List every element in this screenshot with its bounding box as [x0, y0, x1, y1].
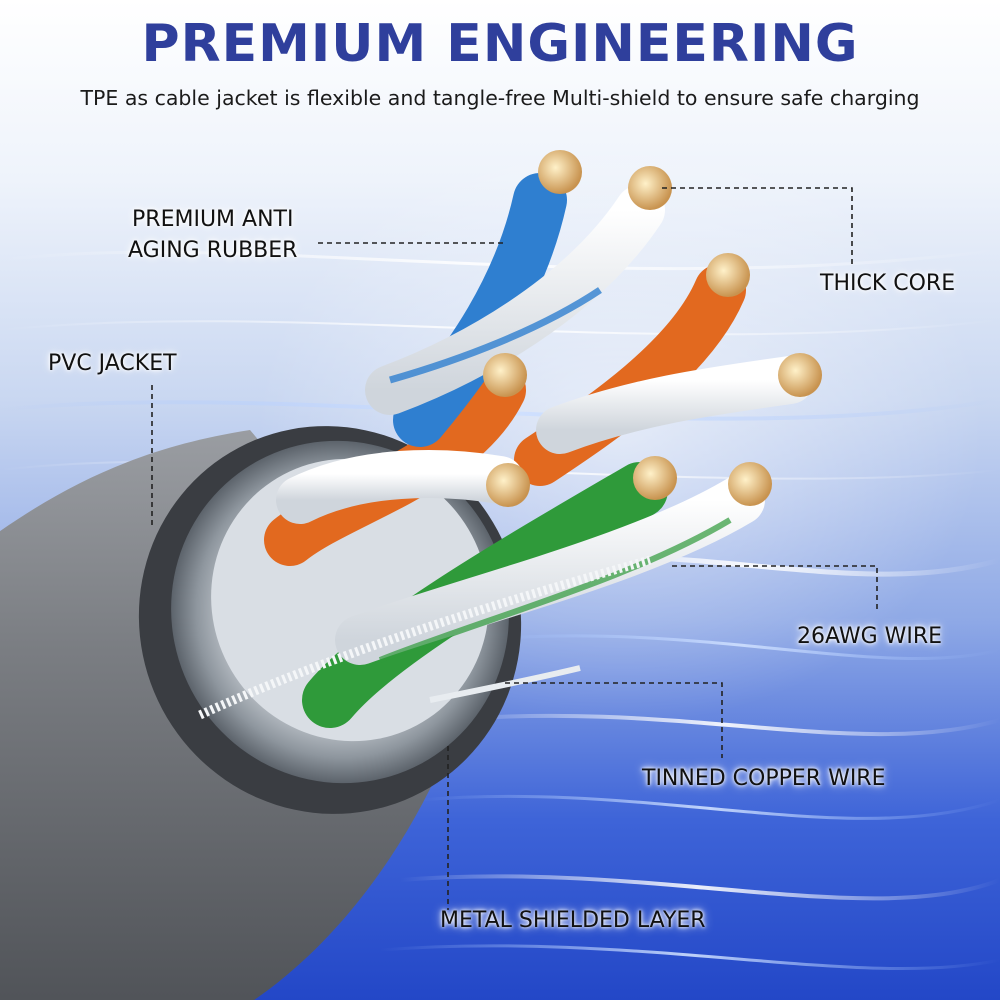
label-thick-core: THICK CORE: [820, 271, 956, 296]
page-title: PREMIUM ENGINEERING: [141, 14, 859, 74]
leader-26awg: [672, 565, 878, 612]
leader-tinned-copper: [505, 682, 723, 758]
subtitle: TPE as cable jacket is flexible and tang…: [80, 86, 920, 110]
label-metal-shielded-layer: METAL SHIELDED LAYER: [440, 908, 706, 933]
label-rubber-line-1: PREMIUM ANTI: [132, 207, 294, 232]
label-26awg-wire: 26AWG WIRE: [797, 624, 943, 649]
label-tinned-copper-wire: TINNED COPPER WIRE: [642, 766, 886, 791]
label-pvc-jacket: PVC JACKET: [48, 351, 177, 376]
label-premium-anti-aging-rubber: PREMIUM ANTI AGING RUBBER: [128, 204, 297, 266]
leader-thick-core: [662, 187, 853, 264]
label-rubber-line-2: AGING RUBBER: [128, 238, 298, 263]
